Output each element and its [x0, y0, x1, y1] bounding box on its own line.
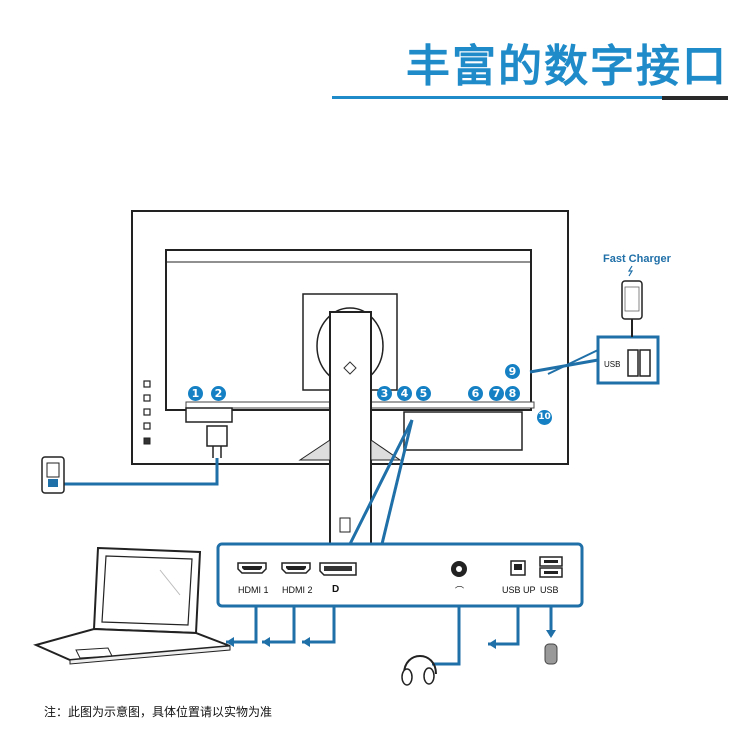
badge-1: 1: [188, 386, 203, 401]
badge-5: 5: [416, 386, 431, 401]
power-plug: [206, 425, 228, 447]
laptop-icon: [33, 546, 231, 665]
badge-2: 2: [211, 386, 226, 401]
lower-port-box: [403, 411, 523, 451]
hdmi1-label: HDMI 1: [238, 585, 269, 595]
side-usb-label: USB: [604, 360, 621, 369]
badge-6: 6: [468, 386, 483, 401]
headphone-symbol: ⌒: [455, 586, 465, 596]
dp-label: D: [332, 584, 340, 595]
usb-label: USB: [540, 585, 559, 595]
badge-10: 10: [537, 410, 552, 425]
hdmi2-label: HDMI 2: [282, 585, 313, 595]
badge-3: 3: [377, 386, 392, 401]
badge-7: 7: [489, 386, 504, 401]
power-port-box: [185, 407, 233, 423]
badge-8: 8: [505, 386, 520, 401]
page-title: 丰富的数字接口: [406, 41, 728, 92]
usb-up-label: USB UP: [502, 585, 536, 595]
fast-charger-label: Fast Charger: [603, 253, 671, 265]
title-underline-accent: [662, 96, 728, 100]
footnote: 注：此图为示意图，具体位置请以实物为准: [44, 705, 273, 719]
wall-socket: [41, 456, 65, 494]
enlarged-port-panel: [216, 542, 584, 608]
headphone-icon: [401, 655, 437, 686]
badge-9: 9: [505, 364, 520, 379]
title-underline: [332, 96, 728, 99]
badge-4: 4: [397, 386, 412, 401]
usb-drive-icon: [544, 643, 558, 665]
